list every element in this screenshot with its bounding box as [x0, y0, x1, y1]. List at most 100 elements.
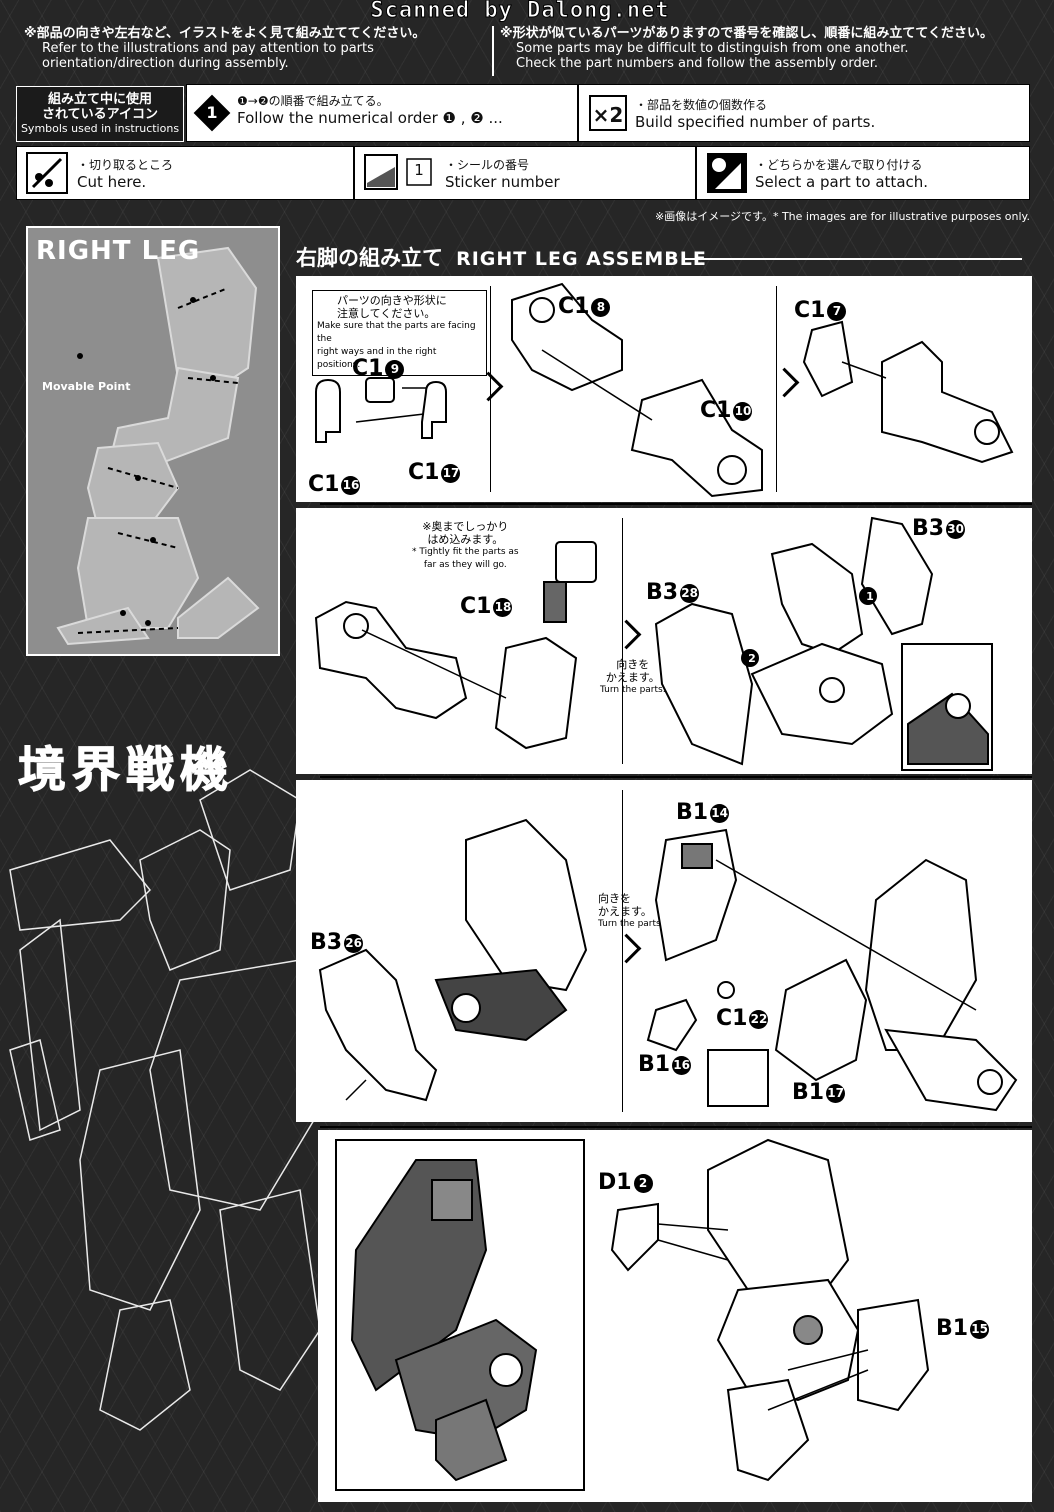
multiply-jp: ・部品を数値の個数作る	[635, 98, 768, 112]
symbols-title-jp-1: 組み立て中に使用	[47, 92, 152, 107]
step-2-order-2: 2	[748, 652, 756, 665]
symbol-multiply-cell: ×2 ・部品を数値の個数作る Build specified number of…	[578, 84, 1030, 142]
step-1-next-arrow-icon-2	[769, 367, 800, 398]
sticker-jp: ・シールの番号	[445, 158, 530, 172]
symbol-order-cell: 1 ❶→❷の順番で組み立てる。 Follow the numerical ord…	[186, 84, 578, 142]
cut-jp: ・切り取るところ	[77, 158, 174, 172]
watermark: Scanned by Dalong.net	[370, 0, 670, 23]
robot-line-art-illustration	[9, 769, 321, 1431]
step-2-divider	[622, 518, 623, 764]
step-1-divider-a	[490, 286, 491, 492]
step-2-turn-en: Turn the parts.	[600, 685, 666, 695]
symbol-select-cell: ・どちらかを選んで取り付ける Select a part to attach.	[696, 146, 1030, 200]
select-jp: ・どちらかを選んで取り付ける	[755, 158, 923, 172]
step-4-armor-assembly-illustration	[610, 1138, 930, 1482]
multiply-icon: ×2	[589, 95, 627, 131]
step-2-knee-joint-illustration	[314, 541, 597, 750]
step-2-shin-assembly-illustration	[654, 516, 993, 771]
step-1-thigh-frame-illustration	[511, 282, 763, 498]
step-separator-3	[320, 1126, 1032, 1128]
symbol-cut-cell: ・切り取るところ Cut here.	[16, 146, 354, 200]
step-3-turn-note: 向きを かえます。 Turn the parts.	[598, 892, 664, 931]
symbol-sticker-cell: 1 ・シールの番号 Sticker number	[354, 146, 696, 200]
step-1-note-jp-1: パーツの向きや形状に	[337, 294, 447, 307]
step-2-panel: ※奥までしっかり はめ込みます。 * Tightly fit the parts…	[296, 508, 1032, 774]
order-text: ❶→❷の順番で組み立てる。 Follow the numerical order…	[237, 93, 503, 127]
symbols-legend-title: 組み立て中に使用 されているアイコン Symbols used in instr…	[16, 86, 184, 142]
select-en: Select a part to attach.	[755, 173, 929, 191]
notice-orientation: ※部品の向きや左右など、イラストをよく見て組み立ててください。 Refer to…	[24, 26, 484, 71]
notice-orientation-jp: ※部品の向きや左右など、イラストをよく見て組み立ててください。	[24, 26, 426, 41]
section-title-rule	[682, 258, 1022, 260]
step-separator-2	[320, 776, 1032, 778]
cut-en: Cut here.	[77, 173, 147, 191]
order-en: Follow the numerical order ❶ , ❷ ...	[237, 109, 503, 127]
right-leg-panel-title: RIGHT LEG	[36, 236, 201, 266]
section-title-en: RIGHT LEG ASSEMBLE	[456, 248, 707, 270]
cut-text: ・切り取るところ Cut here.	[77, 157, 173, 191]
step-3-ankle-assembly-illustration	[646, 828, 1018, 1112]
step-1-panel: パーツの向きや形状に 注意してください。 Make sure that the …	[296, 276, 1032, 502]
step-3-turn-jp-1: 向きを	[598, 892, 631, 905]
step-2-order-1: 1	[866, 590, 874, 603]
symbols-title-en: Symbols used in instructions	[20, 122, 180, 135]
notice-similar-jp: ※形状が似ているパーツがありますので番号を確認し、順番に組み立ててください。	[500, 26, 993, 41]
sticker-text: ・シールの番号 Sticker number	[445, 157, 560, 191]
step-1-cover-illustration	[802, 320, 1014, 464]
cut-icon	[26, 152, 68, 194]
symbols-title-jp-2: されているアイコン	[42, 107, 158, 122]
sticker-en: Sticker number	[445, 173, 560, 191]
select-text: ・どちらかを選んで取り付ける Select a part to attach.	[755, 157, 928, 191]
multiply-text: ・部品を数値の個数作る Build specified number of pa…	[635, 97, 875, 131]
step-3-shin-cover-illustration	[318, 818, 588, 1102]
step-2-note-jp-2: はめ込みます。	[427, 533, 504, 546]
step-1-pin-parts-illustration	[315, 377, 447, 443]
notice-orientation-en-1: Refer to the illustrations and pay atten…	[42, 41, 374, 56]
step-1-orientation-note: パーツの向きや形状に 注意してください。 Make sure that the …	[312, 290, 487, 376]
step-3-turn-jp-2: かえます。	[598, 905, 652, 918]
step-1-note-en-2: right ways and in the right positions.	[317, 347, 437, 370]
step-2-note-en-2: far as they will go.	[423, 560, 507, 570]
step-1-note-jp-2: 注意してください。	[337, 307, 436, 320]
step-2-turn-note: 向きを かえます。 Turn the parts.	[600, 658, 666, 697]
step-1-note-en-1: Make sure that the parts are facing the	[317, 321, 476, 344]
step-4-completed-leg-illustration	[335, 1139, 585, 1491]
section-title-jp: 右脚の組み立て	[296, 246, 443, 270]
series-logo: 境界戦機	[17, 742, 235, 799]
leg-silhouette-illustration	[56, 246, 260, 646]
step-2-turn-jp-1: 向きを	[616, 658, 650, 671]
step-2-next-arrow-icon	[611, 619, 642, 650]
select-icon	[707, 153, 747, 193]
order-jp: ❶→❷の順番で組み立てる。	[237, 94, 389, 108]
notice-similar-parts: ※形状が似ているパーツがありますので番号を確認し、順番に組み立ててください。 S…	[500, 26, 1040, 71]
step-2-fit-note: ※奥までしっかり はめ込みます。 * Tightly fit the parts…	[412, 520, 519, 572]
movable-point-label: Movable Point	[42, 380, 131, 393]
step-2-note-jp-1: ※奥までしっかり	[422, 520, 509, 533]
step-2-turn-jp-2: かえます。	[605, 671, 660, 684]
notice-similar-en-1: Some parts may be difficult to distingui…	[516, 41, 909, 56]
step-separator-1	[320, 503, 1032, 505]
notice-orientation-en-2: orientation/direction during assembly.	[42, 56, 289, 71]
step-3-turn-en: Turn the parts.	[598, 919, 664, 929]
step-3-divider	[622, 790, 623, 1112]
multiply-en: Build specified number of parts.	[635, 113, 876, 131]
notice-similar-en-2: Check the part numbers and follow the as…	[516, 56, 879, 71]
illustrative-note: ※画像はイメージです。* The images are for illustra…	[655, 210, 1030, 223]
